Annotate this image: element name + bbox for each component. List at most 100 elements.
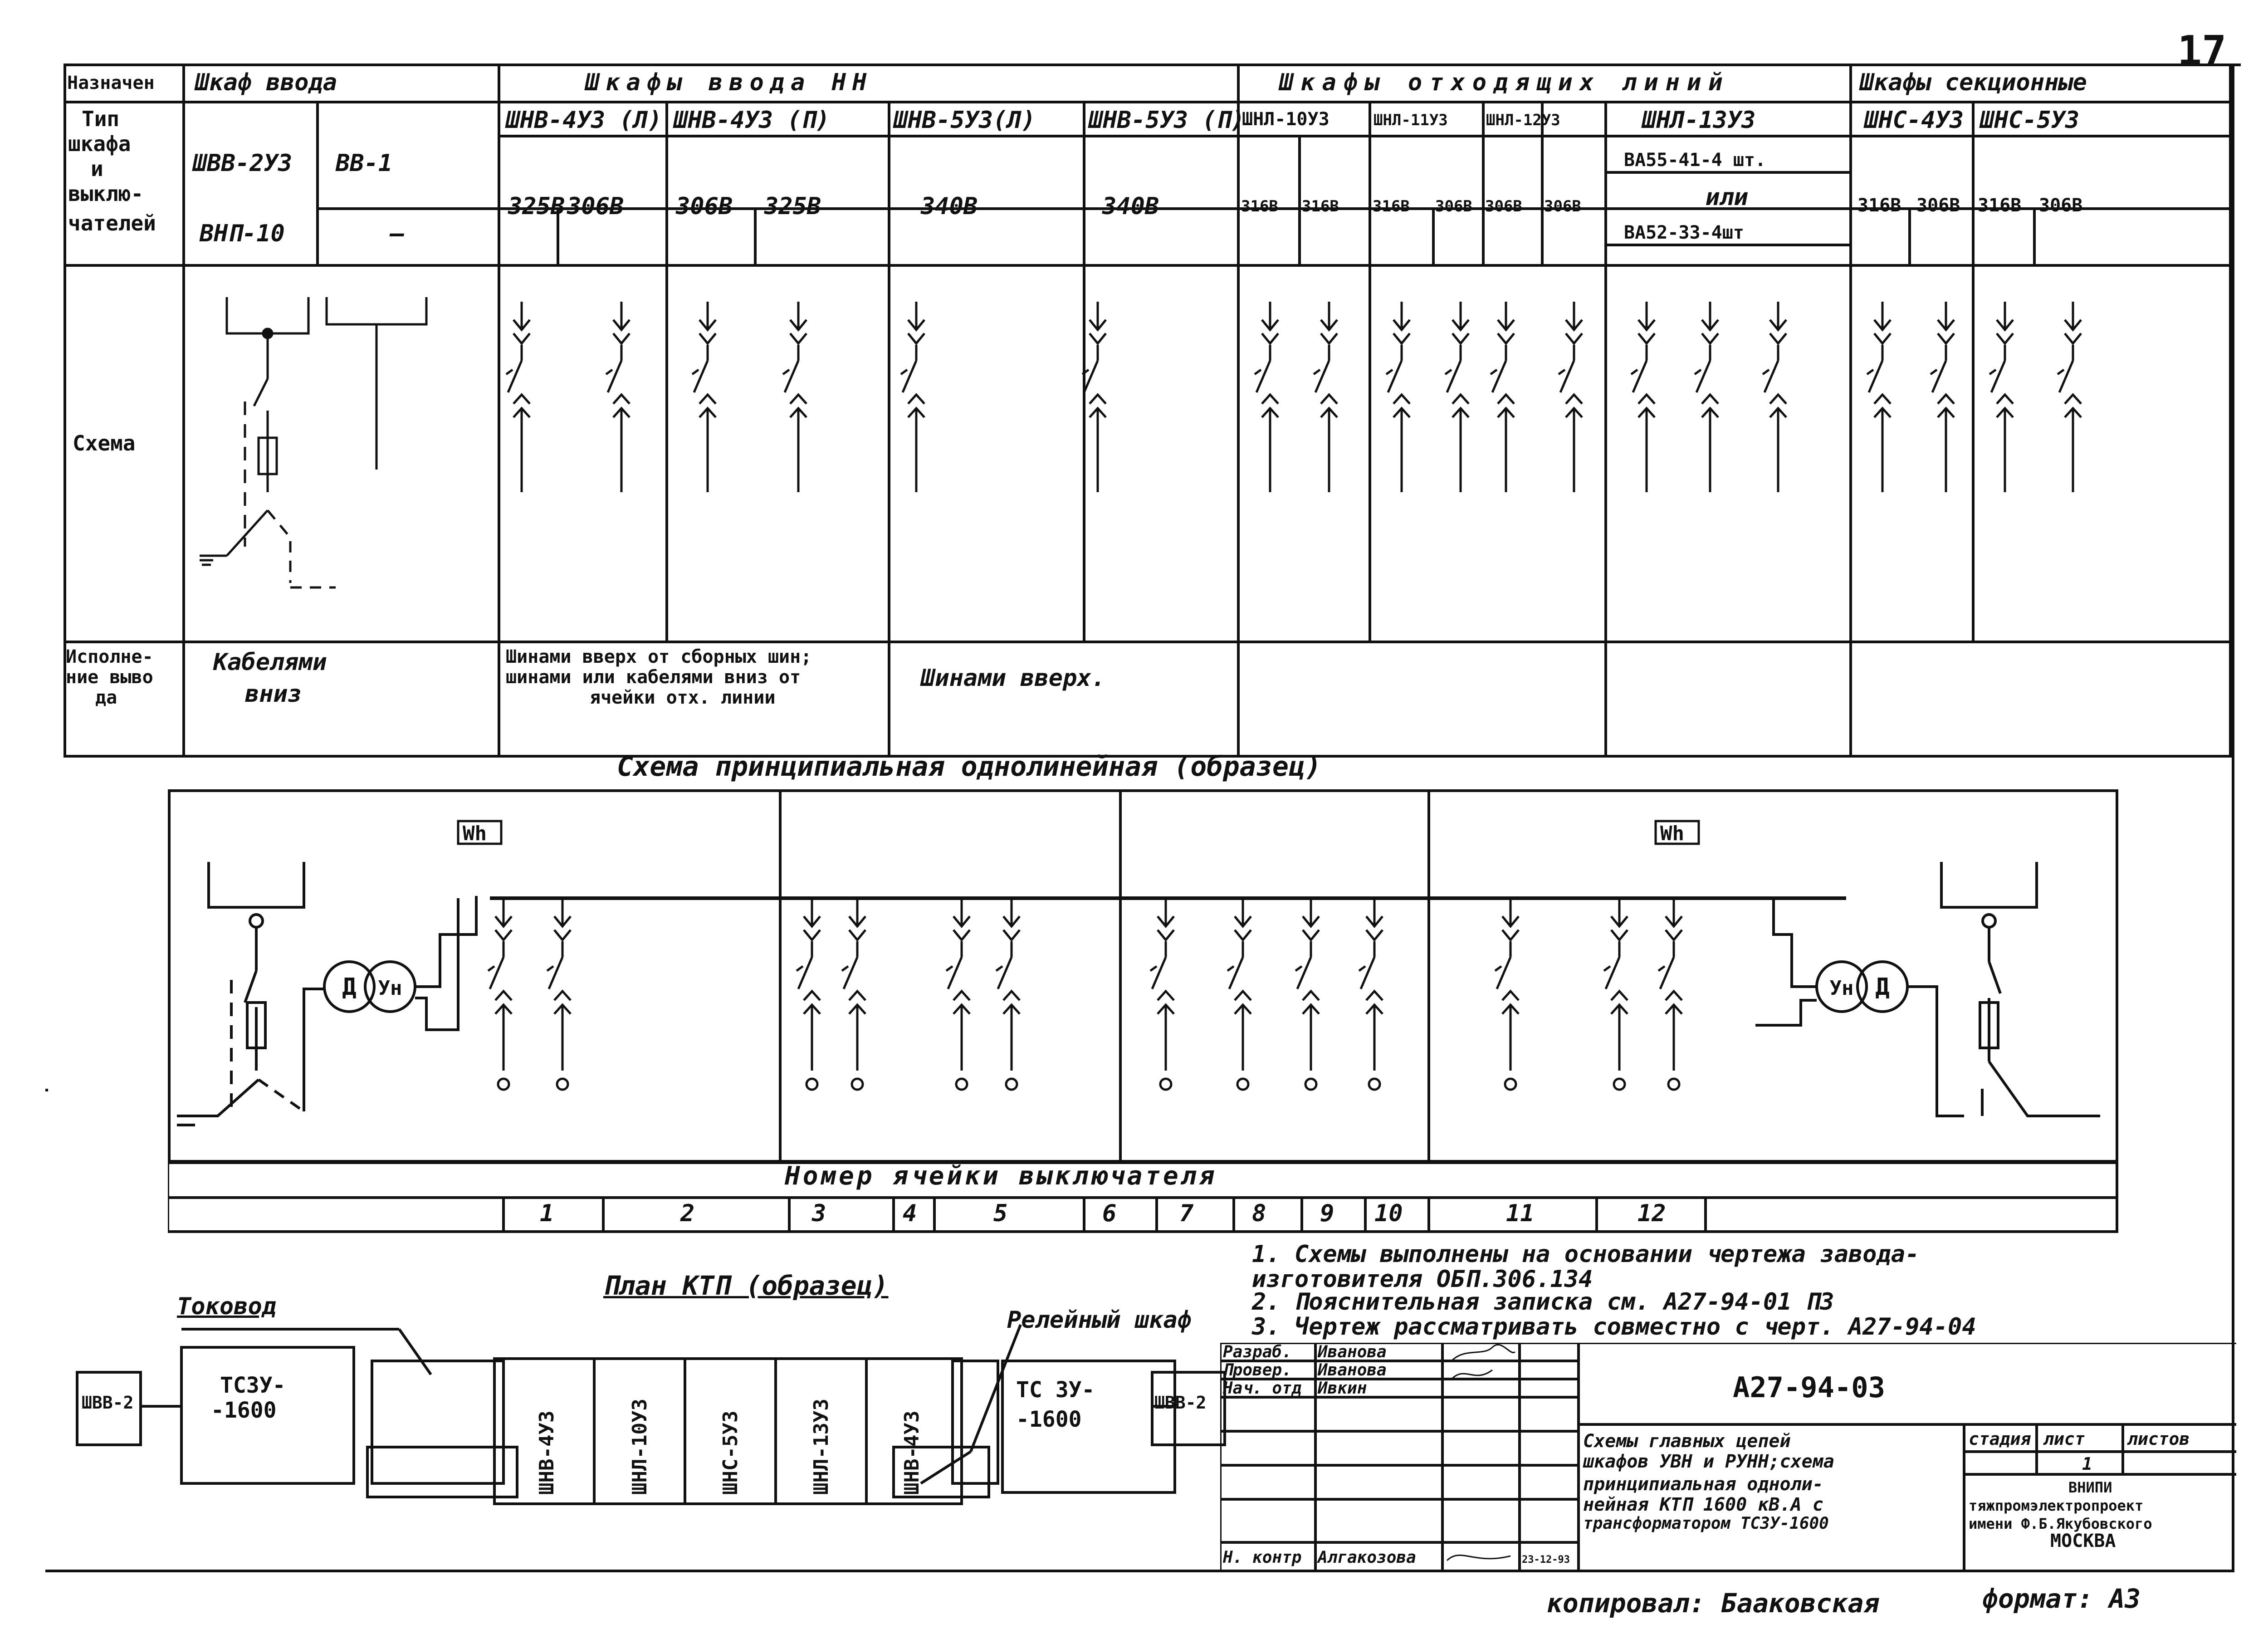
brk-ili: или (1706, 184, 1748, 211)
cell-num-7: 7 (1179, 1200, 1194, 1227)
col-head-purpose: Назначен (67, 73, 155, 93)
exec-bus1-2: ячейки отх. линии (590, 687, 776, 708)
principal-title: Схема принципиальная однолинейная (образ… (617, 751, 1322, 783)
brk-340-b: 340В (1102, 193, 1159, 220)
un-right: Ун (1830, 977, 1854, 1000)
bottom-border (45, 1570, 2234, 1572)
brk-306-e: 306В (1544, 197, 1581, 215)
stamp-date: 23-12-93 (1522, 1554, 1570, 1566)
brk-va55: ВА55-41-4 шт. (1624, 150, 1766, 171)
cab-shnv4l: ШНВ-4У3 (Л) (506, 107, 662, 134)
type-label-1: шкафа (68, 132, 131, 156)
cab-shnl13: ШНЛ-13У3 (1642, 107, 1756, 134)
brk-va52: ВА52-33-4шт (1624, 222, 1744, 243)
col-head-outgoing: Шкафы отходящих линий (1279, 69, 1730, 96)
plan-cell-2: ШНС-5У3 (719, 1411, 742, 1495)
stamp-sheet-val: 1 (2082, 1454, 2092, 1474)
cab-shns4: ШНС-4У3 (1864, 107, 1964, 134)
cell-num-4: 4 (903, 1200, 917, 1227)
type-label-3: выклю- (68, 181, 144, 206)
plan-cell-1: ШНЛ-10У3 (628, 1399, 651, 1495)
cab-dash: — (390, 220, 405, 247)
brk-316-d: 316В (1857, 195, 1901, 216)
stamp-title-0: Схемы главных цепей (1583, 1431, 1791, 1452)
cab-shvv: ШВВ-2У3 (193, 150, 293, 177)
brk-316-a: 316В (1241, 197, 1278, 215)
cell-row-title: Номер ячейки выключателя (785, 1161, 1217, 1191)
plan-tsz-left-0: ТСЗУ- (220, 1373, 286, 1398)
cell-num-12: 12 (1637, 1200, 1666, 1227)
doc-number: А27-94-03 (1733, 1371, 1885, 1404)
exec-label-0: Исполне- (66, 646, 153, 667)
brk-306-g: 306В (2039, 195, 2083, 216)
un-left: Ун (378, 977, 402, 1000)
exec-label-1: ние выво (66, 667, 153, 688)
stamp-title-2: принципиальная одноли- (1583, 1474, 1823, 1495)
role-2: Нач. отд (1222, 1379, 1301, 1398)
col-head-sectional: Шкафы секционные (1860, 69, 2087, 96)
brk-306-f: 306В (1916, 195, 1960, 216)
plan-tsz-left-1: -1600 (211, 1398, 277, 1423)
brk-316-b: 316В (1302, 197, 1339, 215)
cab-shnv5p: ШНВ-5У3 (П) (1089, 107, 1245, 134)
brk-316-e: 316В (1978, 195, 2022, 216)
role-1: Провер. (1223, 1361, 1292, 1380)
note-1: изготовителя ОБП.306.134 (1252, 1266, 1593, 1293)
role-0: Разраб. (1223, 1343, 1292, 1361)
wh-right: Wh (1660, 822, 1684, 845)
cell-num-3: 3 (812, 1200, 826, 1227)
note-2: 2. Пояснительная записка см. А27-94-01 П… (1252, 1288, 1834, 1316)
name-0: Иванова (1317, 1343, 1387, 1361)
exec-cable-0: Кабелями (213, 649, 327, 676)
exec-bus2: Шинами вверх. (921, 665, 1105, 692)
plan-tsz-right-0: ТС ЗУ- (1016, 1377, 1095, 1403)
stamp-stage: стадия (1969, 1429, 2031, 1449)
org-0: ВНИПИ (2068, 1479, 2112, 1496)
cab-vv: ВВ-1 (336, 150, 393, 177)
name-1: Иванова (1317, 1361, 1387, 1380)
org-3: МОСКВА (2050, 1531, 2116, 1551)
plan-shvv-left: ШВВ-2 (82, 1393, 133, 1413)
col-head-input-cabinet: Шкаф ввода (195, 69, 337, 96)
type-label-2: и (91, 157, 103, 181)
cab-shnl12: ШНЛ-12У3 (1486, 111, 1560, 129)
plan-shvv-right: ШВВ-2 (1154, 1393, 1206, 1413)
scheme-drawings (200, 297, 2082, 589)
cabinet-table: Назначен Шкаф ввода Шкафы ввода НН Шкафы… (64, 64, 2232, 758)
note-0: 1. Схемы выполнены на основании чертежа … (1252, 1241, 1920, 1268)
brk-306-d: 306В (1485, 197, 1522, 215)
plan-relay: Релейный шкаф (1007, 1306, 1192, 1334)
scheme-label: Схема (73, 431, 136, 455)
exec-bus1-0: Шинами вверх от сборных шин; (506, 646, 812, 667)
cab-vnp: ВНП-10 (200, 220, 285, 247)
brk-325-a: 325В (508, 193, 565, 220)
cell-num-2: 2 (680, 1200, 695, 1227)
footer-format: формат: А3 (1982, 1583, 2141, 1614)
brk-306-a: 306В (567, 193, 624, 220)
stamp-title-1: шкафов УВН и РУНН;схема (1583, 1451, 1834, 1472)
plan-tokovod: Токовод (177, 1293, 277, 1320)
name-3: Алгакозова (1317, 1548, 1416, 1567)
cell-num-11: 11 (1506, 1200, 1535, 1227)
signatures (1446, 1344, 1516, 1561)
motor-D-right: Д (1875, 974, 1889, 1001)
motor-D-left: Д (342, 974, 356, 1001)
type-label-4: чателей (68, 211, 156, 235)
cell-num-8: 8 (1252, 1200, 1266, 1227)
note-3: 3. Чертеж рассматривать совместно с черт… (1252, 1313, 1976, 1340)
brk-325-b: 325В (764, 193, 821, 220)
exec-label-2: да (95, 687, 117, 708)
stamp-sheets: листов (2127, 1429, 2190, 1449)
type-label-0: Тип (82, 107, 120, 131)
tick-mark (45, 1089, 48, 1091)
plan-title: План КТП (образец) (603, 1270, 889, 1301)
cell-num-10: 10 (1374, 1200, 1403, 1227)
brk-316-c: 316В (1373, 197, 1410, 215)
role-3: Н. контр (1222, 1548, 1301, 1567)
org-1: тяжпромэлектропроект (1969, 1497, 2143, 1514)
cell-num-9: 9 (1320, 1200, 1334, 1227)
cab-shnl11: ШНЛ-11У3 (1374, 111, 1448, 129)
principal-diagram: Д Ун Ун Д Wh Wh (168, 789, 2118, 1233)
exec-bus1-1: шинами или кабелями вниз от (506, 667, 801, 688)
footer-copied: копировал: Бааковская (1547, 1588, 1880, 1619)
